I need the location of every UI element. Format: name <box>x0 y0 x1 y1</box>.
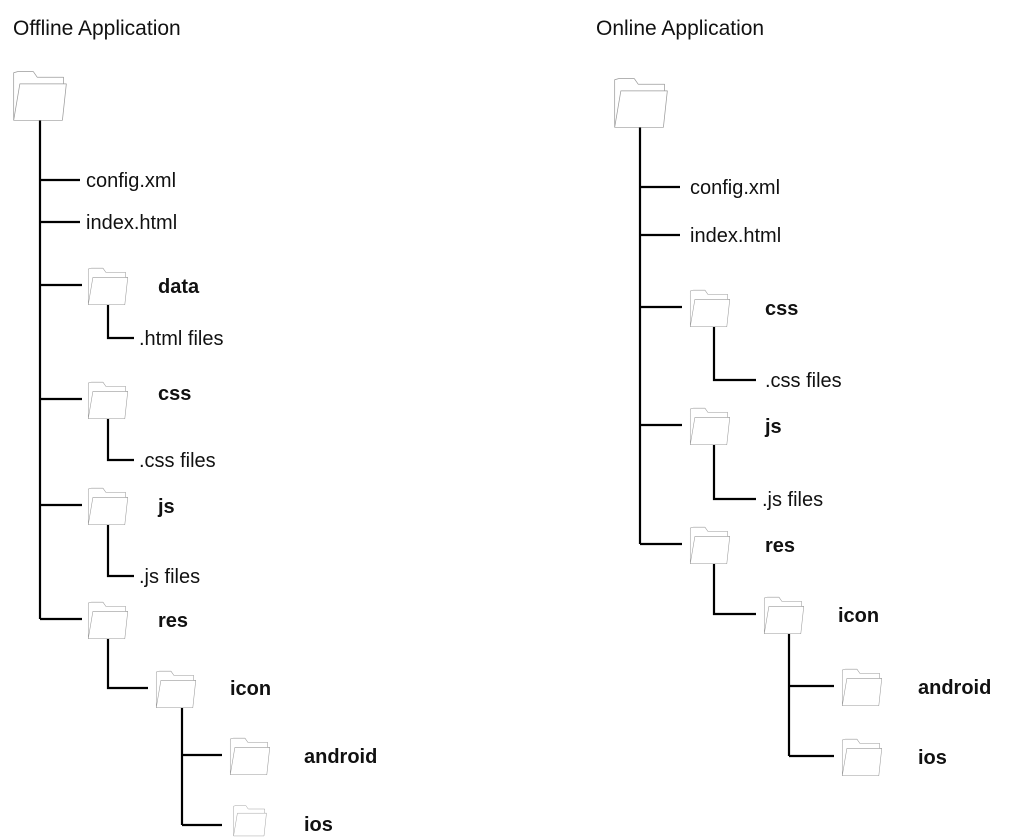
online-css-files-label: .css files <box>765 370 842 392</box>
online-android-folder-icon <box>841 668 883 707</box>
online-icon-folder-icon <box>763 596 805 635</box>
offline-js-files-label: .js files <box>139 566 200 588</box>
offline-tree: config.xml index.html data .html files c… <box>13 71 377 837</box>
online-application-title: Online Application <box>596 17 765 40</box>
online-root-folder-icon <box>614 78 668 128</box>
offline-res-label: res <box>158 610 188 632</box>
offline-data-folder-icon <box>87 267 129 306</box>
online-js-children-line <box>712 441 756 501</box>
offline-css-folder-icon <box>87 381 129 420</box>
online-res-children-line <box>712 560 756 616</box>
offline-css-label: css <box>158 383 191 405</box>
offline-data-label: data <box>158 276 200 298</box>
online-js-label: js <box>764 416 782 438</box>
offline-application-title: Offline Application <box>13 17 181 40</box>
offline-res-children-line <box>106 636 148 690</box>
offline-data-files-label: .html files <box>139 328 223 350</box>
offline-icon-folder-icon <box>155 670 197 709</box>
online-css-children-line <box>712 323 756 382</box>
offline-js-children-line <box>106 522 134 578</box>
offline-android-label: android <box>304 746 377 768</box>
offline-js-folder-icon <box>87 487 129 526</box>
online-res-label: res <box>765 535 795 557</box>
online-config-label: config.xml <box>690 177 780 199</box>
offline-ios-label: ios <box>304 814 333 836</box>
online-ios-folder-icon <box>841 738 883 777</box>
offline-config-label: config.xml <box>86 170 176 192</box>
offline-css-files-label: .css files <box>139 450 216 472</box>
offline-ios-folder-icon <box>233 805 267 837</box>
offline-root-folder-icon <box>13 71 67 121</box>
offline-data-children-line <box>106 302 134 340</box>
online-js-folder-icon <box>689 407 731 446</box>
online-css-label: css <box>765 298 798 320</box>
offline-icon-label: icon <box>230 678 271 700</box>
online-js-files-label: .js files <box>762 489 823 511</box>
offline-css-children-line <box>106 415 134 462</box>
offline-index-label: index.html <box>86 212 177 234</box>
online-ios-label: ios <box>918 747 947 769</box>
online-res-folder-icon <box>689 526 731 565</box>
online-index-label: index.html <box>690 225 781 247</box>
online-icon-label: icon <box>838 605 879 627</box>
online-css-folder-icon <box>689 289 731 328</box>
offline-android-folder-icon <box>229 737 271 776</box>
online-tree: config.xml index.html css .css files js … <box>614 78 991 777</box>
online-android-label: android <box>918 677 991 699</box>
offline-res-folder-icon <box>87 601 129 640</box>
offline-js-label: js <box>157 496 175 518</box>
